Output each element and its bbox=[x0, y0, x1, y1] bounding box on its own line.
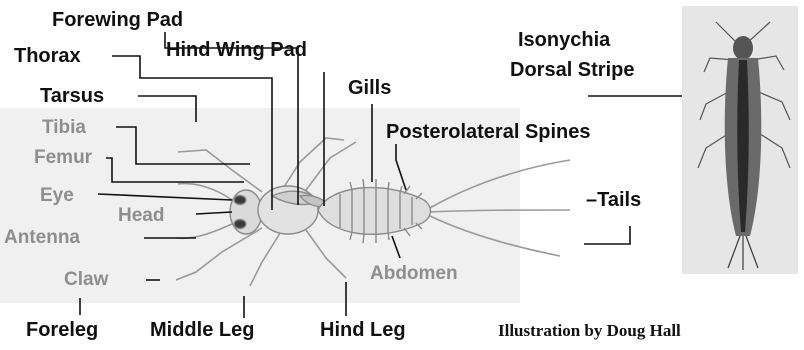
label-hind-leg: Hind Leg bbox=[320, 320, 406, 340]
label-antenna: Antenna bbox=[4, 228, 80, 247]
label-isonychia: Isonychia bbox=[518, 30, 610, 50]
label-tails: –Tails bbox=[586, 190, 641, 210]
label-forewing-pad: Forewing Pad bbox=[52, 10, 183, 30]
illustration-credit: Illustration by Doug Hall bbox=[498, 322, 681, 339]
label-tarsus: Tarsus bbox=[40, 86, 104, 106]
label-middle-leg: Middle Leg bbox=[150, 320, 254, 340]
label-posterolateral-spines: Posterolateral Spines bbox=[386, 122, 591, 142]
isonychia-photo bbox=[682, 6, 798, 274]
label-head: Head bbox=[118, 206, 164, 225]
label-femur: Femur bbox=[34, 148, 92, 167]
leader-tails bbox=[584, 226, 630, 244]
label-dorsal-stripe: Dorsal Stripe bbox=[510, 60, 634, 80]
label-hind-wing-pad: Hind Wing Pad bbox=[166, 40, 307, 60]
label-thorax: Thorax bbox=[14, 46, 81, 66]
eye-shape-upper bbox=[234, 196, 246, 205]
label-abdomen: Abdomen bbox=[370, 264, 458, 283]
eye-shape-lower bbox=[234, 220, 246, 229]
photo-head bbox=[733, 36, 753, 60]
label-tibia: Tibia bbox=[42, 118, 86, 137]
label-tails-text: Tails bbox=[597, 189, 641, 211]
label-foreleg: Foreleg bbox=[26, 320, 98, 340]
label-eye: Eye bbox=[40, 186, 74, 205]
head-shape bbox=[230, 190, 262, 234]
label-gills: Gills bbox=[348, 78, 391, 98]
label-claw: Claw bbox=[64, 270, 108, 289]
